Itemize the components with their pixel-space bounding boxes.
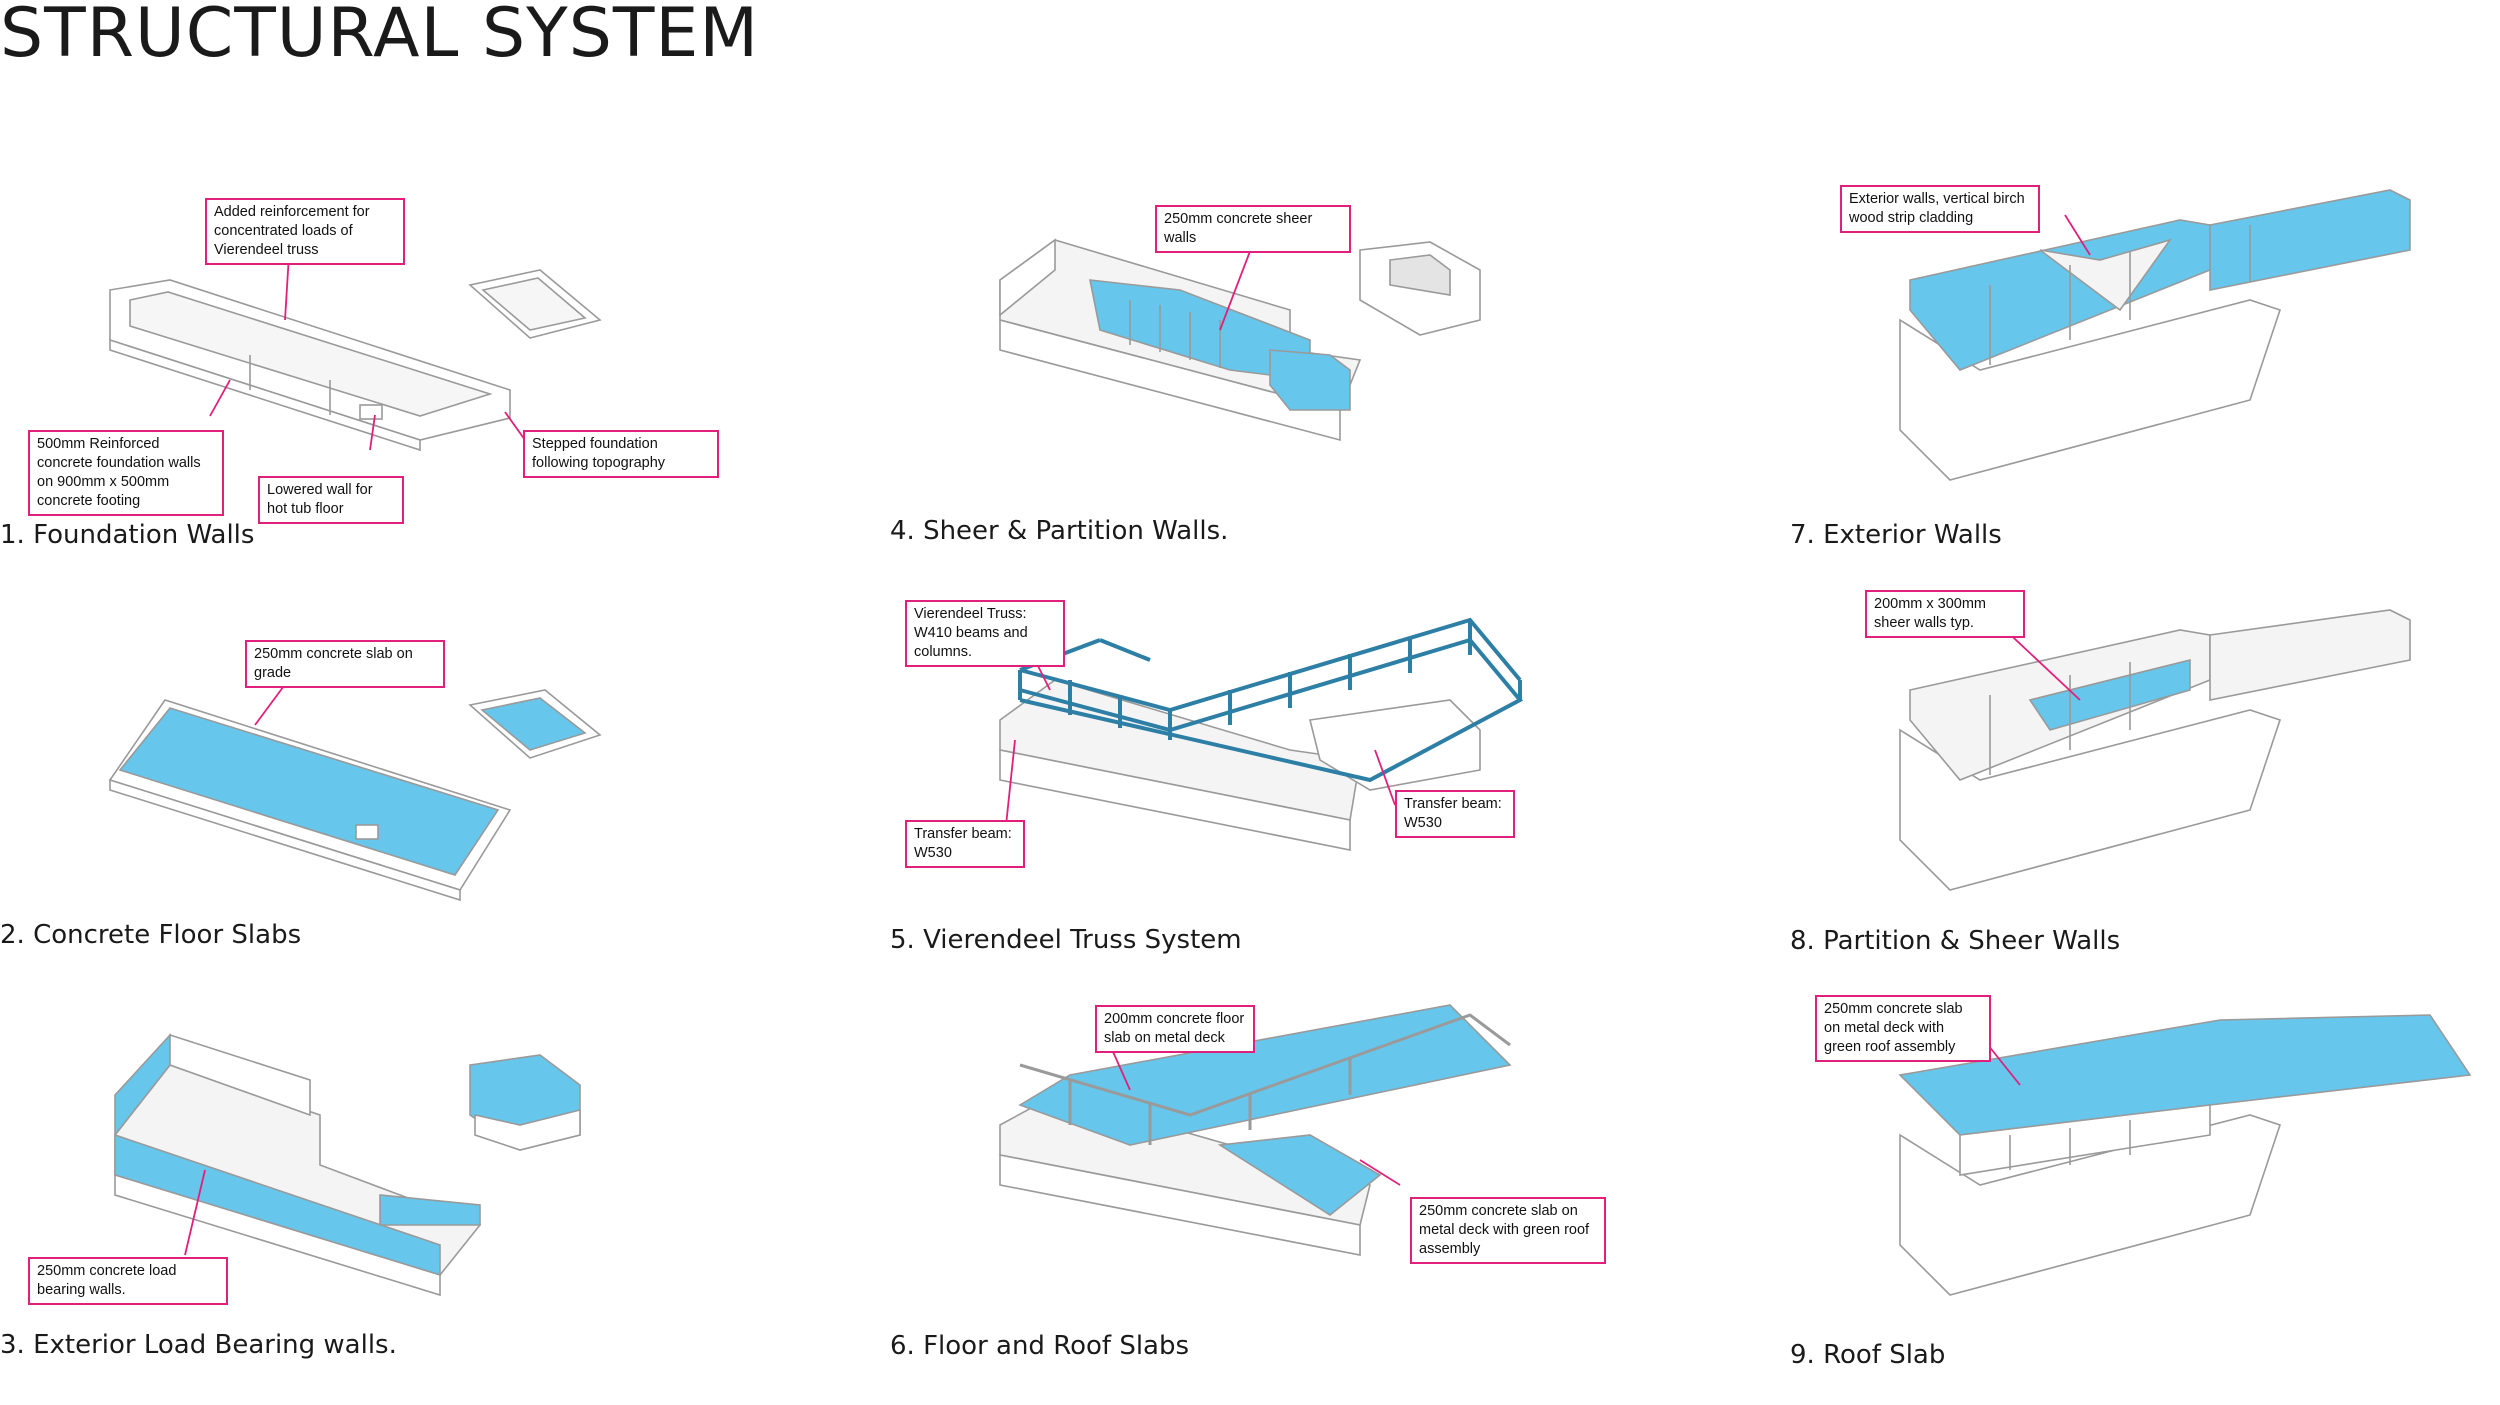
caption-panel-1: 1. Foundation Walls <box>0 520 255 550</box>
diagram-exterior-walls <box>1899 189 2411 481</box>
panel-sheer-partition-walls: 250mm concrete sheer walls 4. Sheer & Pa… <box>890 170 1670 590</box>
callout-reinforcement: Added reinforcement for concentrated loa… <box>205 198 405 265</box>
caption-panel-9: 9. Roof Slab <box>1790 1340 1946 1370</box>
caption-panel-2: 2. Concrete Floor Slabs <box>0 920 302 950</box>
panel-floor-roof-slabs: 200mm concrete floor slab on metal deck … <box>890 985 1670 1405</box>
panel-partition-sheer-walls: 200mm x 300mm sheer walls typ. 8. Partit… <box>1790 580 2500 1000</box>
panel-exterior-walls: Exterior walls, vertical birch wood stri… <box>1790 170 2500 590</box>
callout-transfer-beam-right: Transfer beam: W530 <box>1395 790 1515 838</box>
diagram-floor-roof-slabs <box>999 1004 1512 1256</box>
diagram-foundation-walls <box>109 237 602 452</box>
caption-panel-5: 5. Vierendeel Truss System <box>890 925 1242 955</box>
diagram-floor-slabs <box>108 674 602 902</box>
caption-panel-4: 4. Sheer & Partition Walls. <box>890 516 1229 546</box>
callout-foundation-walls: 500mm Reinforced concrete foundation wal… <box>28 430 224 516</box>
panel-vierendeel-truss: Vierendeel Truss: W410 beams and columns… <box>890 580 1670 1000</box>
diagram-roof-slab <box>1898 1014 2472 1296</box>
callout-green-roof-slab: 250mm concrete slab on metal deck with g… <box>1410 1197 1606 1264</box>
diagram-sheer-walls <box>999 224 1481 442</box>
panel-foundation-walls: Added reinforcement for concentrated loa… <box>0 150 780 570</box>
panel-roof-slab: 250mm concrete slab on metal deck with g… <box>1790 985 2500 1405</box>
callout-load-bearing: 250mm concrete load bearing walls. <box>28 1257 228 1305</box>
panel-floor-slabs: 250mm concrete slab on grade 2. Concrete… <box>0 570 780 990</box>
caption-panel-6: 6. Floor and Roof Slabs <box>890 1331 1190 1361</box>
callout-vierendeel-truss: Vierendeel Truss: W410 beams and columns… <box>905 600 1065 667</box>
callout-stepped-foundation: Stepped foundation following topography <box>523 430 719 478</box>
page-title: STRUCTURAL SYSTEM <box>0 0 760 73</box>
callout-transfer-beam-left: Transfer beam: W530 <box>905 820 1025 868</box>
callout-lowered-wall: Lowered wall for hot tub floor <box>258 476 404 524</box>
diagram-partition-sheer-walls <box>1899 609 2411 891</box>
callout-roof-slab: 250mm concrete slab on metal deck with g… <box>1815 995 1991 1062</box>
panel-load-bearing-walls: 250mm concrete load bearing walls. 3. Ex… <box>0 975 780 1395</box>
callout-exterior-walls: Exterior walls, vertical birch wood stri… <box>1840 185 2040 233</box>
diagram-load-bearing-walls <box>114 1032 581 1297</box>
callout-slab-on-grade: 250mm concrete slab on grade <box>245 640 445 688</box>
caption-panel-7: 7. Exterior Walls <box>1790 520 2002 550</box>
callout-sheer-walls-typ: 200mm x 300mm sheer walls typ. <box>1865 590 2025 638</box>
caption-panel-8: 8. Partition & Sheer Walls <box>1790 926 2121 956</box>
callout-floor-slab-metal-deck: 200mm concrete floor slab on metal deck <box>1095 1005 1255 1053</box>
caption-panel-3: 3. Exterior Load Bearing walls. <box>0 1330 397 1360</box>
diagram-vierendeel-truss <box>999 609 1524 851</box>
callout-sheer-walls: 250mm concrete sheer walls <box>1155 205 1351 253</box>
